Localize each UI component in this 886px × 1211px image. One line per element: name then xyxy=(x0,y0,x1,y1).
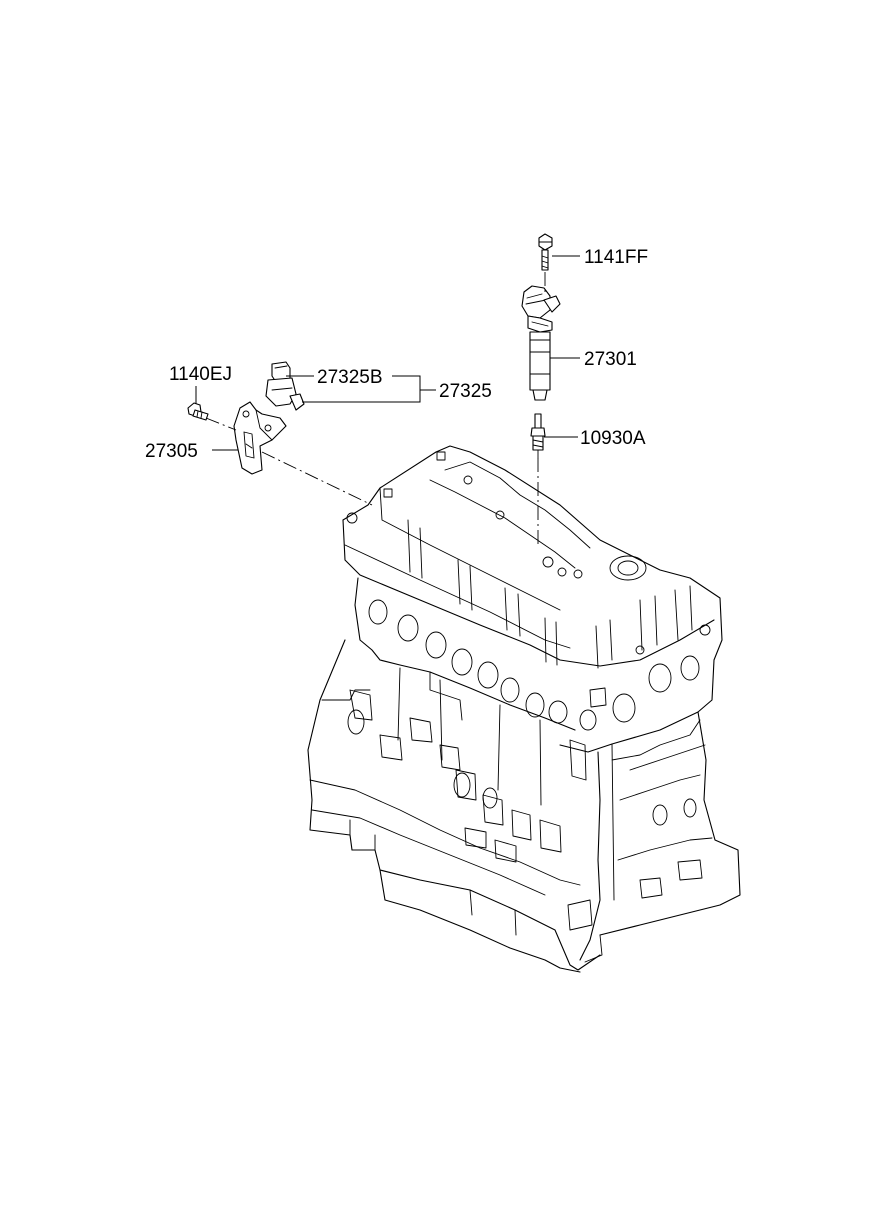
sensor-27325b-drawing xyxy=(265,361,305,411)
engine-block-drawing xyxy=(307,445,741,973)
label-27325b: 27325B xyxy=(317,367,383,388)
bracket-27305-drawing xyxy=(233,401,287,475)
label-10930a: 10930A xyxy=(580,428,646,449)
label-27325: 27325 xyxy=(439,381,492,402)
label-27305: 27305 xyxy=(145,441,198,462)
part-labels: 1141FF 27301 1140EJ 27325B 27325 10930A … xyxy=(145,247,648,462)
label-1141ff: 1141FF xyxy=(584,247,648,268)
label-27301: 27301 xyxy=(584,349,637,370)
ignition-coil-27301-drawing xyxy=(521,285,561,401)
bolt-1140ej-drawing xyxy=(187,402,209,421)
bolt-1141ff-drawing xyxy=(538,233,553,271)
leader-lines xyxy=(195,255,580,451)
spark-plug-10930a-drawing xyxy=(530,413,546,459)
assembly-center-lines xyxy=(205,272,546,545)
label-1140ej: 1140EJ xyxy=(169,364,232,385)
